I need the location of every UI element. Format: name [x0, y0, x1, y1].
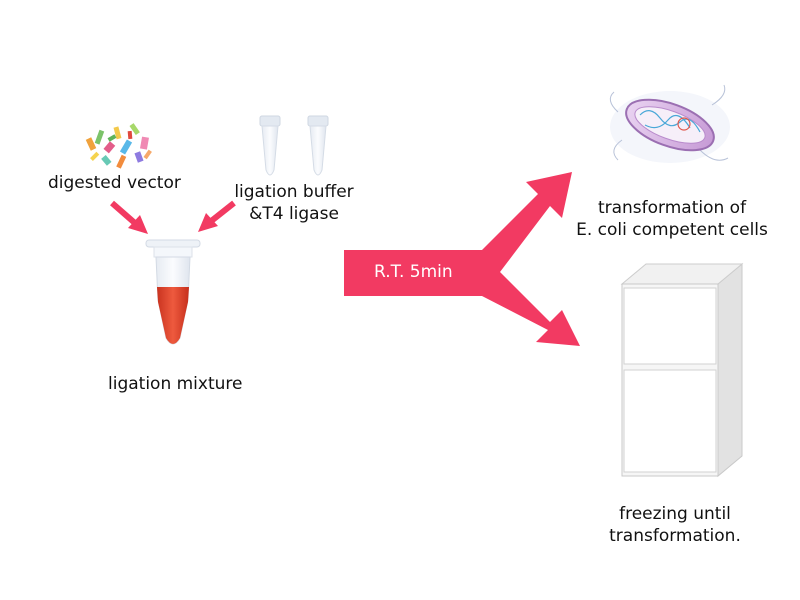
freezing-label: freezing until transformation.	[580, 503, 770, 547]
microtube-icon	[145, 239, 201, 345]
arrow-icon	[110, 200, 148, 234]
step-condition-label: R.T. 5min	[374, 262, 453, 282]
dna-fragments-icon	[85, 123, 152, 169]
bacterium-icon	[609, 84, 730, 163]
digested-vector-label: digested vector	[48, 173, 181, 193]
arrow-icon	[198, 200, 236, 232]
transformation-line1: transformation of	[597, 198, 747, 218]
branch-arrow-icon	[344, 172, 580, 346]
ligation-buffer-line1: ligation buffer	[234, 182, 354, 202]
empty-tube-icon	[307, 115, 329, 176]
freezer-icon	[620, 262, 744, 478]
transformation-label: transformation of E. coli competent cell…	[560, 197, 784, 241]
ligation-buffer-label: ligation buffer &T4 ligase	[222, 181, 366, 225]
transformation-line2: E. coli competent cells	[576, 220, 768, 240]
empty-tube-icon	[259, 115, 281, 176]
ligation-mixture-label: ligation mixture	[108, 374, 243, 394]
freezing-line2: transformation.	[609, 526, 741, 546]
ligation-buffer-line2: &T4 ligase	[249, 204, 339, 224]
freezing-line1: freezing until	[619, 504, 731, 524]
